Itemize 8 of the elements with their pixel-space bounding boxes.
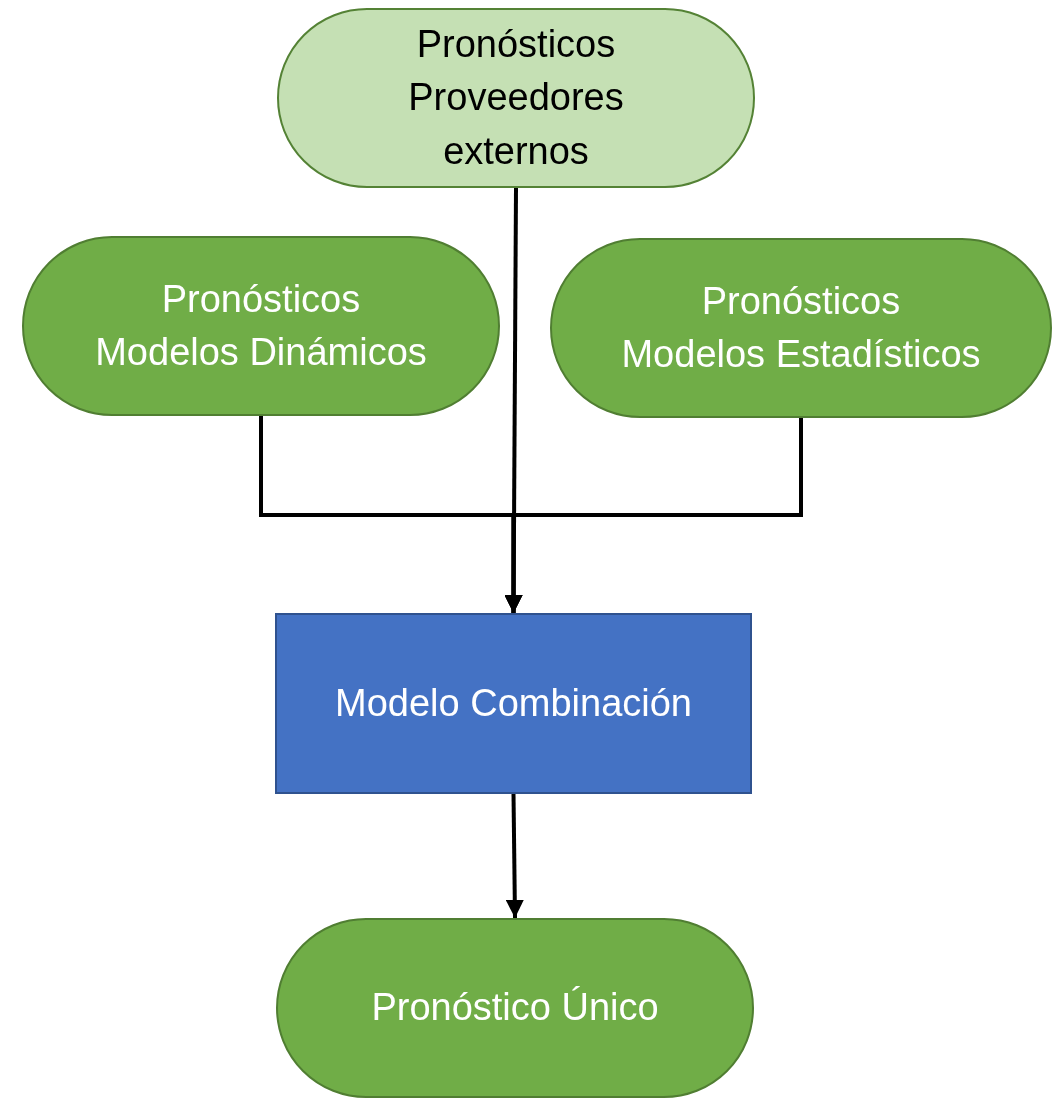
connector-arrow <box>504 418 803 613</box>
connector-arrow <box>505 793 524 919</box>
node-label: Pronósticos Modelos Dinámicos <box>95 276 427 375</box>
process-box <box>275 613 752 794</box>
node-label: Pronóstico Único <box>371 985 659 1031</box>
node-label: Pronósticos Proveedores externos <box>407 22 625 174</box>
node-label: Pronósticos Modelos Estadísticos <box>621 278 981 377</box>
node-label: Modelo Combinación <box>335 680 692 726</box>
